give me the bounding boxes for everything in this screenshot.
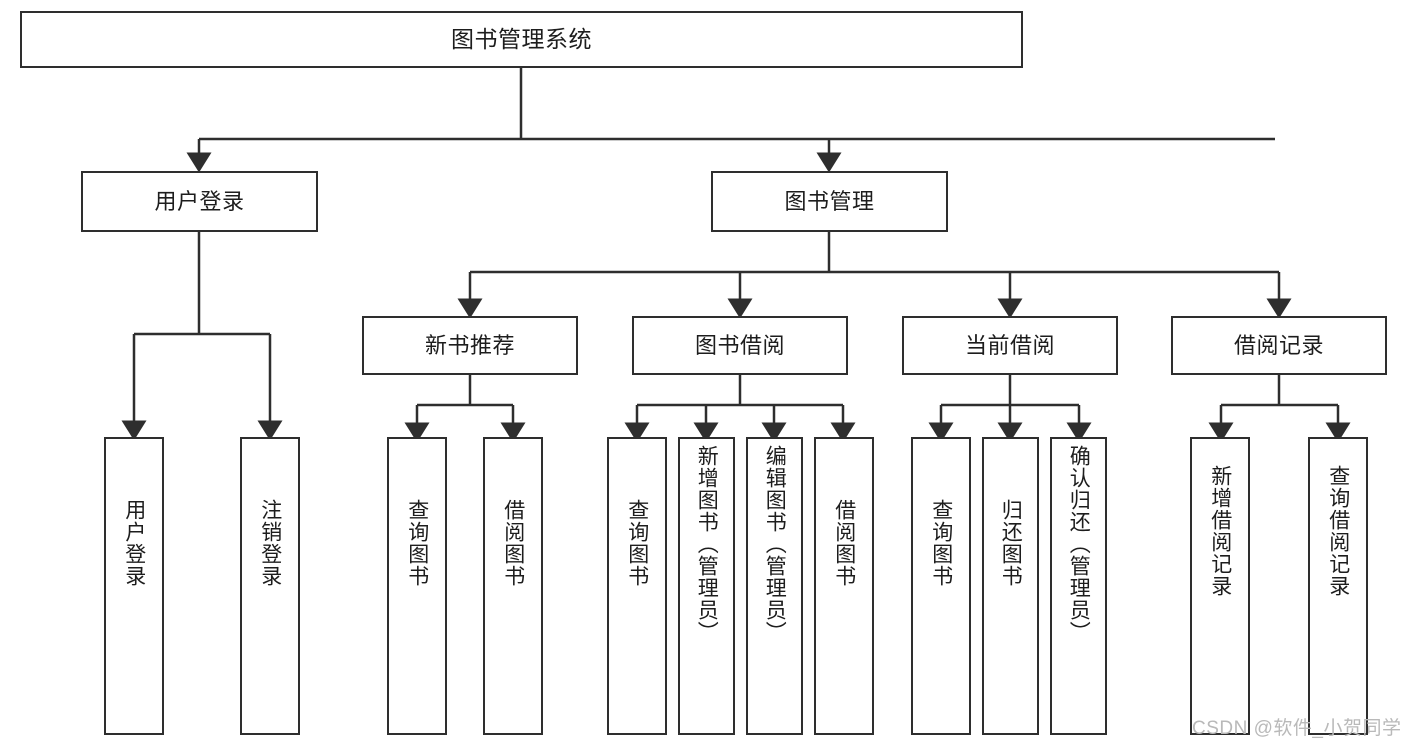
node-current-borrow[interactable]: 当前借阅 [902,316,1118,375]
leaf-user-login-login[interactable]: 用户登录 [104,437,164,735]
node-new-book-recommend[interactable]: 新书推荐 [362,316,578,375]
node-label: 查询图书 [625,499,649,587]
node-label: 新增借阅记录 [1208,465,1232,597]
leaf-new-book-borrow-book[interactable]: 借阅图书 [483,437,543,735]
node-label: 借阅图书 [501,499,525,587]
node-borrow-record[interactable]: 借阅记录 [1171,316,1387,375]
node-label: 当前借阅 [964,332,1055,358]
node-label: 用户登录 [154,188,245,214]
node-label: 确认归还（管理员） [1067,445,1091,643]
node-label: 借阅记录 [1233,332,1324,358]
node-label: 图书管理系统 [451,25,592,52]
leaf-book-borrow-add-book-admin[interactable]: 新增图书（管理员） [678,437,735,735]
node-label: 查询图书 [405,499,429,587]
leaf-new-book-query-book[interactable]: 查询图书 [387,437,447,735]
leaf-current-borrow-query-book[interactable]: 查询图书 [911,437,971,735]
leaf-book-borrow-borrow-book[interactable]: 借阅图书 [814,437,874,735]
leaf-current-borrow-confirm-return-admin[interactable]: 确认归还（管理员） [1050,437,1107,735]
leaf-borrow-record-add-record[interactable]: 新增借阅记录 [1190,437,1250,735]
leaf-book-borrow-query-book[interactable]: 查询图书 [607,437,667,735]
leaf-current-borrow-return-book[interactable]: 归还图书 [982,437,1039,735]
leaf-borrow-record-query-record[interactable]: 查询借阅记录 [1308,437,1368,735]
node-book-borrow[interactable]: 图书借阅 [632,316,848,375]
node-book-management[interactable]: 图书管理 [711,171,948,232]
node-label: 查询图书 [929,499,953,587]
node-label: 图书借阅 [694,332,785,358]
csdn-watermark: CSDN @软件_小贺同学 [1192,718,1402,739]
node-label: 图书管理 [784,188,875,214]
node-label: 新书推荐 [424,332,515,358]
node-root-book-management-system[interactable]: 图书管理系统 [20,11,1023,68]
node-label: 查询借阅记录 [1326,465,1350,597]
node-label: 用户登录 [122,499,146,587]
node-label: 新增图书（管理员） [695,445,719,643]
leaf-user-login-logout[interactable]: 注销登录 [240,437,300,735]
node-label: 编辑图书（管理员） [763,445,787,643]
node-label: 注销登录 [258,499,282,587]
node-label: 借阅图书 [832,499,856,587]
node-user-login[interactable]: 用户登录 [81,171,318,232]
node-label: 归还图书 [999,499,1023,587]
leaf-book-borrow-edit-book-admin[interactable]: 编辑图书（管理员） [746,437,803,735]
